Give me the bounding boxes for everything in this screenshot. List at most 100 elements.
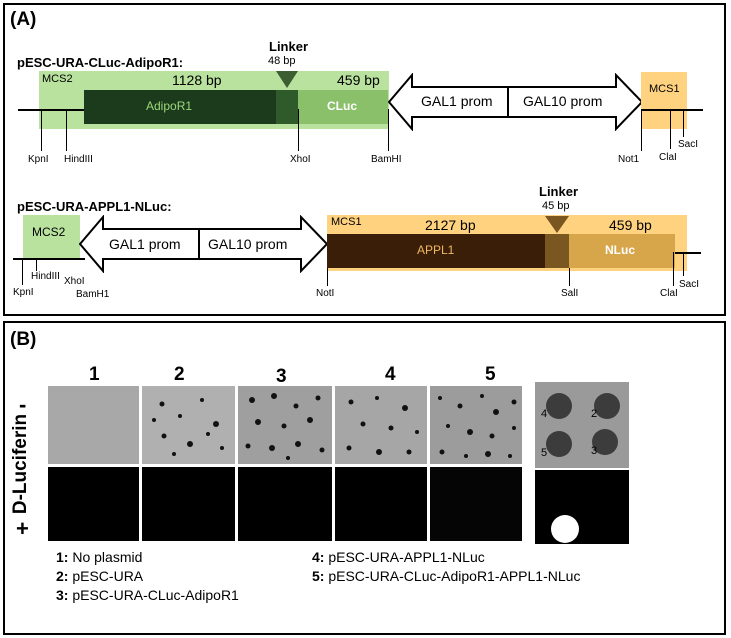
construct2-gene-bp: 2127 bp (425, 217, 476, 233)
site-saci-2: SacI (679, 279, 700, 290)
legend-item-1: 1: No plasmid (56, 549, 143, 565)
construct2-linker-triangle (545, 216, 569, 233)
construct2-gal-arrows (79, 215, 329, 273)
construct1-mcs2-label: MCS2 (42, 73, 73, 85)
row-label: D-Luciferin (10, 413, 31, 515)
tick-clai-1 (670, 109, 671, 149)
row-label-wrap: D-Luciferin (5, 414, 37, 514)
site-hindiii-2: HindIII (31, 271, 60, 282)
construct1-cluc-label: CLuc (327, 99, 357, 113)
legend-item-5: 5: pESC-URA-CLuc-AdipoR1-APPL1-NLuc (312, 568, 581, 584)
site-xhoi-1: XhoI (290, 154, 311, 165)
legend-item-4: 4: pESC-URA-APPL1-NLuc (312, 549, 485, 565)
plate-4-minus (335, 386, 427, 464)
plate-3-plus (238, 467, 332, 541)
legend-item-3: 3: pESC-URA-CLuc-AdipoR1 (56, 587, 239, 603)
plate-1-plus (48, 467, 139, 541)
construct2-appl1-box (327, 234, 545, 268)
column-4-label: 4 (385, 364, 396, 385)
plate-3-minus (238, 386, 332, 464)
construct1-gene-bp: 1128 bp (172, 72, 222, 88)
construct1-linker-triangle (276, 71, 298, 88)
spot-assay-plus (535, 470, 629, 544)
construct2-linker-title: Linker (539, 184, 579, 199)
spot-label-4: 4 (541, 408, 548, 420)
spot-assay-minus (535, 382, 629, 468)
tick-hindiii-2 (36, 258, 37, 271)
site-kpni-1: KpnI (28, 154, 49, 165)
column-2-label: 2 (174, 364, 185, 385)
construct1-gal10-label: GAL10 prom (523, 93, 603, 109)
construct1-tag-bp: 459 bp (337, 72, 380, 88)
site-bamhi-1: BamHI (371, 154, 402, 165)
plate-4-plus (335, 467, 427, 541)
tick-sali-2 (569, 268, 570, 286)
tick-xhoi-1 (298, 109, 299, 151)
site-noti-2: NotI (316, 288, 335, 299)
tick-kpni-1 (41, 109, 42, 151)
panel-b: (B) D-Luciferin - + 1 2 3 4 5 (3, 321, 726, 635)
panel-a-label: (A) (10, 9, 37, 30)
construct2-mcs2-region (23, 215, 80, 258)
site-saci-1: SacI (678, 139, 699, 150)
column-3-label: 3 (276, 366, 287, 387)
spot-label-2: 2 (591, 408, 598, 420)
construct1-gal1-label: GAL1 prom (421, 93, 493, 109)
column-1-label: 1 (89, 364, 100, 385)
construct1-adipor1-label: AdipoR1 (146, 99, 193, 113)
construct2-linker-box (545, 234, 569, 268)
spot-label-3: 3 (591, 445, 598, 457)
site-bamh1-2: BamH1 (76, 289, 110, 300)
construct1-title: pESC-URA-CLuc-AdipoR1: (17, 55, 184, 70)
tick-noti-2 (327, 268, 328, 286)
site-clai-2: ClaI (660, 288, 678, 299)
plus-label: + (16, 516, 29, 541)
plate-2-plus (142, 467, 235, 541)
spot-label-5: 5 (541, 447, 548, 459)
plate-2-minus (142, 386, 235, 464)
tick-saci-1 (683, 109, 684, 137)
construct2-appl1-label: APPL1 (417, 243, 455, 257)
construct1-mcs1-region (641, 72, 687, 129)
construct1-mcs1-label: MCS1 (649, 83, 680, 95)
construct1-linker-bp: 48 bp (268, 55, 296, 67)
construct2-tag-bp: 459 bp (609, 217, 652, 233)
plate-5-minus (430, 386, 522, 464)
site-clai-1: ClaI (659, 152, 677, 163)
tick-clai-2 (673, 252, 674, 286)
construct1-linker-box (276, 90, 298, 124)
plate-5-plus (430, 467, 522, 541)
construct2-linker-bp: 45 bp (542, 200, 570, 212)
construct2-gal10-label: GAL10 prom (208, 236, 288, 252)
construct2-gal1-label: GAL1 prom (109, 236, 181, 252)
tick-not1-1 (641, 109, 642, 151)
construct2-mcs1-label: MCS1 (331, 216, 362, 228)
construct2-nluc-label: NLuc (605, 243, 635, 257)
column-5-label: 5 (485, 364, 496, 385)
construct2-backbone-left (13, 258, 85, 260)
construct2-nluc-box (569, 234, 675, 268)
minus-label: - (19, 392, 27, 417)
tick-saci-2 (683, 252, 684, 276)
site-kpni-2: KpnI (13, 287, 34, 298)
construct1-cluc-box (298, 90, 388, 124)
construct1-gal-arrows (388, 73, 644, 131)
construct1-linker-title: Linker (269, 39, 309, 54)
construct1-adipor1-box (84, 90, 276, 124)
tick-hindiii-1 (66, 109, 67, 151)
construct2-mcs2-label: MCS2 (32, 225, 66, 239)
tick-bamhi-1 (388, 109, 389, 151)
plate-1-minus (48, 386, 139, 464)
panel-a: (A) pESC-URA-CLuc-AdipoR1: Linker 48 bp … (3, 3, 726, 316)
site-not1-1: Not1 (618, 154, 640, 165)
site-sali-2: SalI (561, 288, 579, 299)
construct1-backbone-right (641, 109, 703, 111)
tick-kpni-2 (22, 258, 23, 285)
construct2-title: pESC-URA-APPL1-NLuc: (17, 199, 172, 214)
legend-item-2: 2: pESC-URA (56, 568, 144, 584)
panel-b-label: (B) (10, 329, 37, 350)
site-hindiii-1: HindIII (64, 154, 93, 165)
site-xhoi-2: XhoI (64, 276, 85, 287)
construct2-backbone-right (675, 252, 701, 254)
